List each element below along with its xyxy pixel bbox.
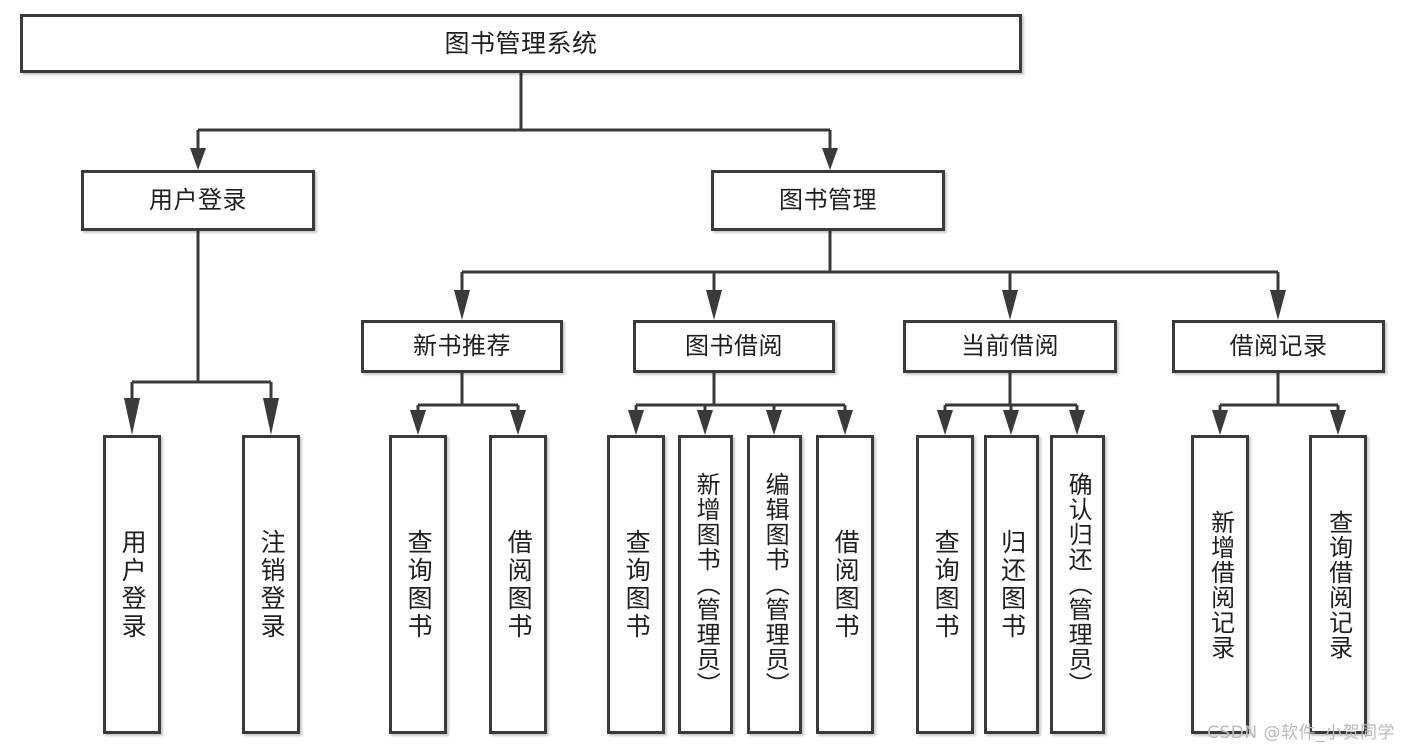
node-leaf-borrow-query-book[interactable]: 查询图书 <box>607 435 665 734</box>
arrowhead-leaf-recommend-1 <box>410 410 426 435</box>
arrowhead-new-book-recommend <box>454 290 470 320</box>
arrowhead-user-login <box>190 148 206 170</box>
node-leaf-user-logout[interactable]: 注销登录 <box>242 435 300 734</box>
node-new-book-recommend[interactable]: 新书推荐 <box>361 320 563 373</box>
arrowhead-leaf-current-2 <box>1003 410 1019 435</box>
node-leaf-record-add-label: 新增借阅记录 <box>1206 509 1235 660</box>
node-leaf-recommend-borrow-book-label: 借阅图书 <box>504 528 534 641</box>
arrowhead-book-manage <box>822 148 838 170</box>
node-leaf-recommend-query-book[interactable]: 查询图书 <box>389 435 447 734</box>
node-leaf-record-add[interactable]: 新增借阅记录 <box>1191 435 1249 734</box>
arrowhead-leaf-borrow-1 <box>628 410 644 435</box>
arrowhead-leaf-record-2 <box>1330 410 1346 435</box>
arrowhead-leaf-user-login-2 <box>263 398 279 435</box>
arrowhead-leaf-current-3 <box>1069 410 1085 435</box>
node-leaf-user-login-label: 用户登录 <box>118 528 148 641</box>
node-leaf-borrow-borrow-book-label: 借阅图书 <box>831 528 861 641</box>
node-leaf-borrow-edit-book[interactable]: 编辑图书（管理员） <box>747 435 802 734</box>
arrowhead-leaf-borrow-4 <box>837 410 853 435</box>
arrowhead-borrow-record <box>1270 290 1286 320</box>
arrowhead-leaf-user-login-1 <box>124 398 140 435</box>
node-leaf-user-login[interactable]: 用户登录 <box>103 435 161 734</box>
node-borrow-record[interactable]: 借阅记录 <box>1172 320 1385 373</box>
node-user-login[interactable]: 用户登录 <box>81 170 315 231</box>
node-leaf-current-query-book-label: 查询图书 <box>931 528 961 641</box>
node-leaf-record-query[interactable]: 查询借阅记录 <box>1309 435 1367 734</box>
node-leaf-record-query-label: 查询借阅记录 <box>1324 509 1353 660</box>
node-borrow-record-label: 借阅记录 <box>1229 332 1328 361</box>
node-book-borrow-label: 图书借阅 <box>685 332 783 361</box>
node-leaf-current-confirm-return[interactable]: 确认归还（管理员） <box>1050 435 1105 734</box>
node-book-management[interactable]: 图书管理 <box>711 170 945 231</box>
node-leaf-borrow-add-book[interactable]: 新增图书（管理员） <box>678 435 733 734</box>
arrowhead-leaf-recommend-2 <box>510 410 526 435</box>
node-leaf-current-confirm-return-label: 确认归还（管理员） <box>1064 472 1093 697</box>
node-user-login-label: 用户登录 <box>149 186 247 215</box>
node-leaf-recommend-borrow-book[interactable]: 借阅图书 <box>489 435 547 734</box>
node-root-label: 图书管理系统 <box>444 28 598 58</box>
node-root[interactable]: 图书管理系统 <box>20 14 1022 73</box>
node-leaf-current-return-book[interactable]: 归还图书 <box>984 435 1039 734</box>
node-new-book-recommend-label: 新书推荐 <box>413 332 511 361</box>
node-leaf-recommend-query-book-label: 查询图书 <box>404 528 434 641</box>
node-leaf-user-logout-label: 注销登录 <box>257 528 287 641</box>
node-leaf-current-return-book-label: 归还图书 <box>997 528 1027 641</box>
node-book-management-label: 图书管理 <box>779 186 877 215</box>
csdn-watermark: CSDN @软件_小贺同学 <box>1207 723 1395 743</box>
node-leaf-current-query-book[interactable]: 查询图书 <box>916 435 974 734</box>
node-current-borrow-label: 当前借阅 <box>961 332 1059 361</box>
arrowhead-leaf-borrow-2 <box>697 410 713 435</box>
node-current-borrow[interactable]: 当前借阅 <box>903 320 1117 373</box>
arrowhead-book-borrow <box>706 290 722 320</box>
node-leaf-borrow-borrow-book[interactable]: 借阅图书 <box>816 435 874 734</box>
arrowhead-leaf-borrow-3 <box>766 410 782 435</box>
node-leaf-borrow-add-book-label: 新增图书（管理员） <box>692 472 721 697</box>
arrowhead-current-borrow <box>1002 290 1018 320</box>
arrowhead-leaf-record-1 <box>1212 410 1228 435</box>
node-leaf-borrow-edit-book-label: 编辑图书（管理员） <box>761 472 790 697</box>
node-leaf-borrow-query-book-label: 查询图书 <box>622 528 652 641</box>
arrowhead-leaf-current-1 <box>937 410 953 435</box>
node-book-borrow[interactable]: 图书借阅 <box>633 320 835 373</box>
